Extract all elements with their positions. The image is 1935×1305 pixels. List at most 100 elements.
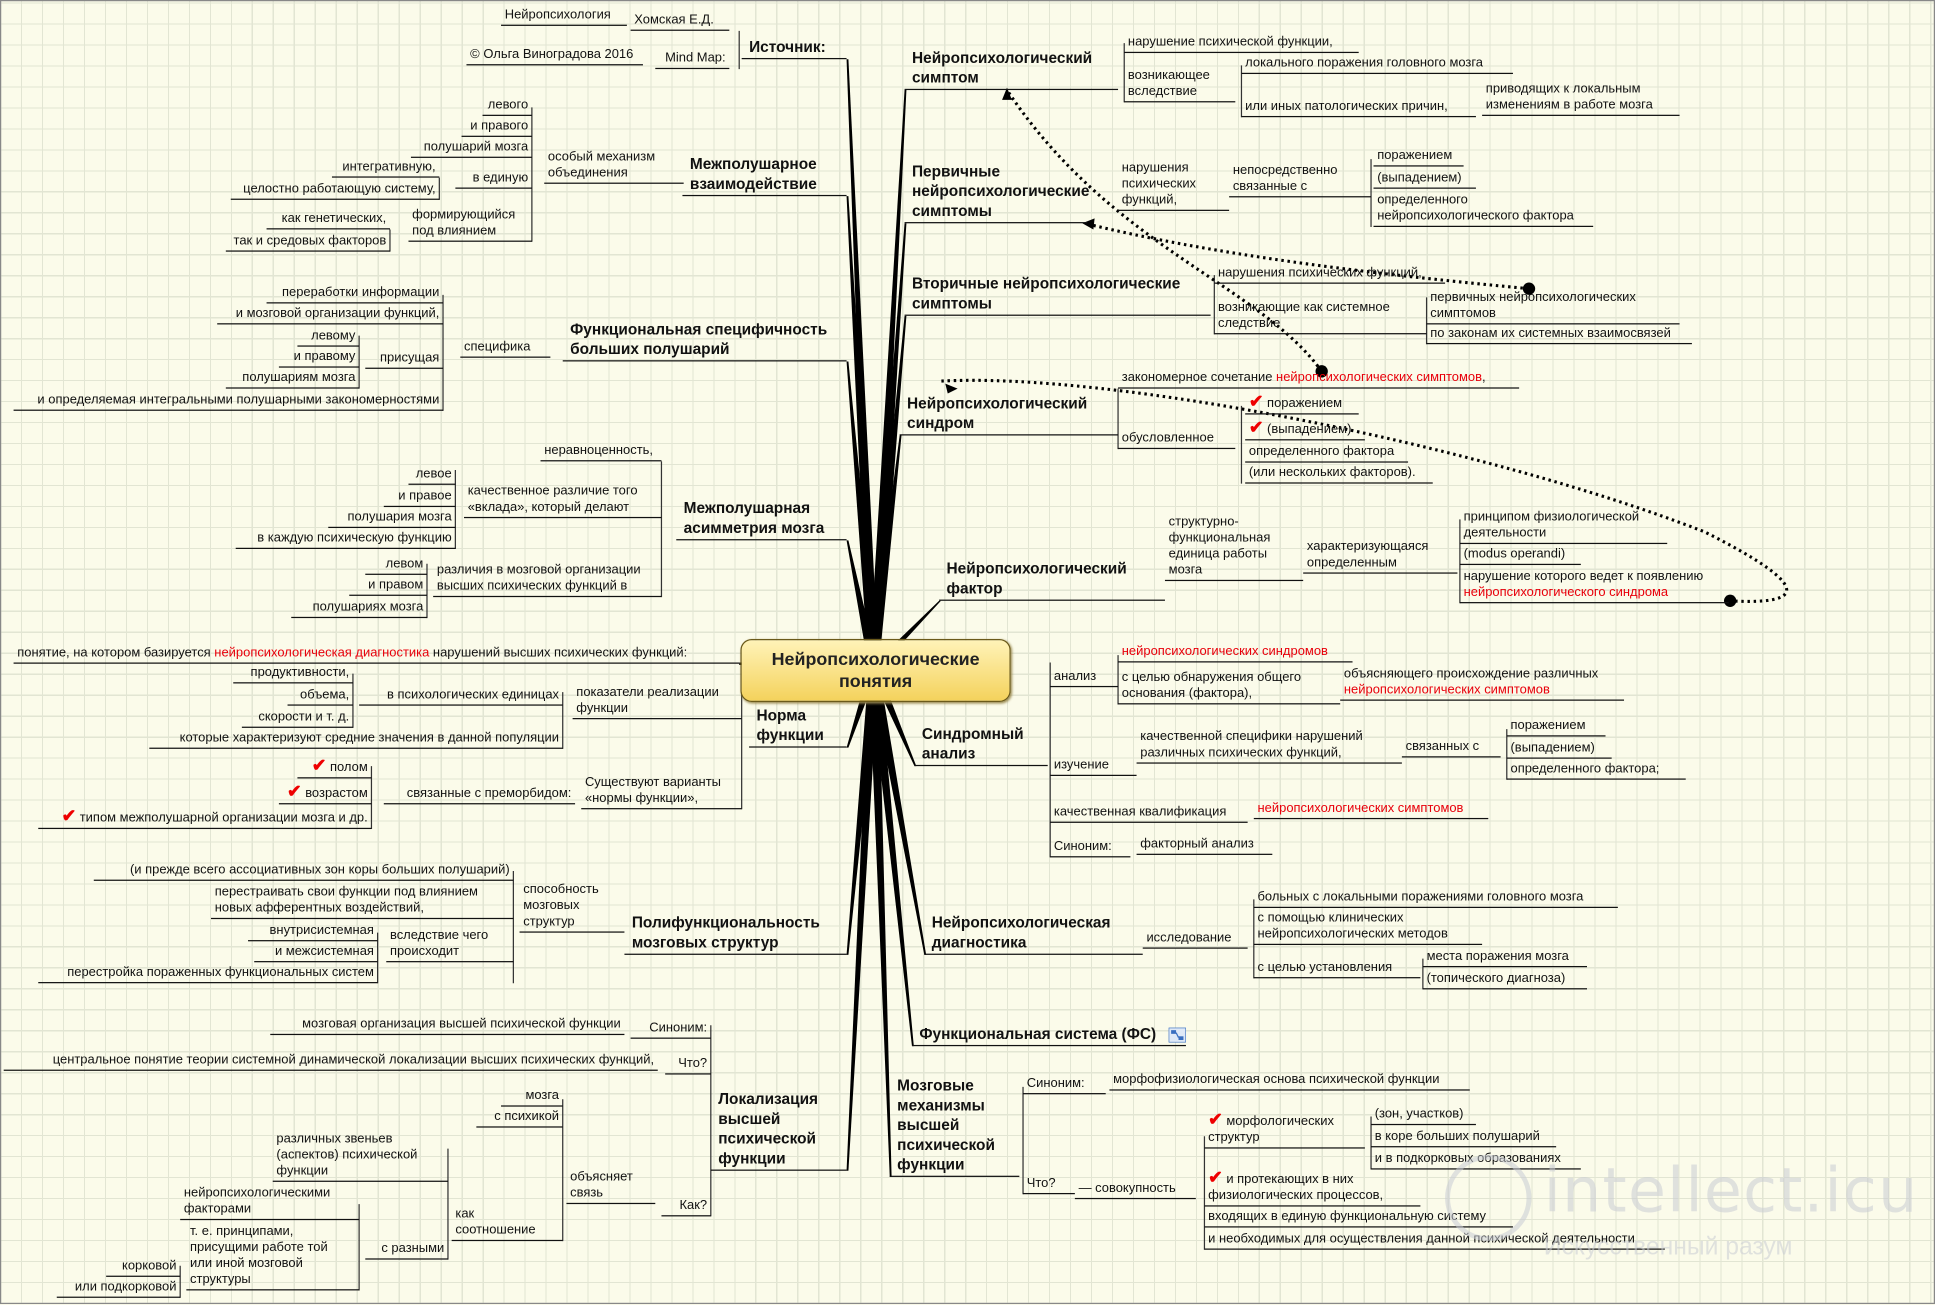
- node[interactable]: которые характеризуют средние значения в…: [149, 730, 563, 749]
- node[interactable]: корковой: [106, 1258, 181, 1277]
- node[interactable]: нейропсихологических синдромов: [1118, 644, 1353, 663]
- branch-source[interactable]: Источник:: [741, 37, 847, 60]
- node[interactable]: переработки информации: [266, 285, 444, 304]
- node[interactable]: в психологических единицах: [359, 687, 563, 706]
- node[interactable]: и правое: [383, 489, 456, 508]
- node[interactable]: специфика: [460, 339, 551, 358]
- node[interactable]: и правом: [349, 577, 427, 596]
- mindmap-label[interactable]: Mind Map:: [655, 51, 730, 70]
- node[interactable]: внутрисистемная: [248, 923, 378, 942]
- node[interactable]: целостно работающую систему,: [230, 181, 440, 200]
- node[interactable]: нарушения психических функций,: [1214, 265, 1446, 284]
- node[interactable]: как соотношение: [451, 1207, 563, 1242]
- linked-map-icon[interactable]: [1168, 1027, 1186, 1043]
- node[interactable]: по законам их системных взаимосвязей: [1426, 326, 1692, 345]
- branch-primary-symptoms[interactable]: Первичные нейропсихологические симптомы: [904, 162, 1089, 224]
- node[interactable]: интегративную,: [331, 159, 440, 178]
- node[interactable]: непосредственно связанные с: [1229, 163, 1372, 198]
- node[interactable]: обусловленное: [1118, 431, 1236, 450]
- node[interactable]: полушариях мозга: [291, 600, 427, 619]
- node[interactable]: Синоним:: [630, 1020, 711, 1039]
- node[interactable]: неравноценность,: [540, 443, 662, 462]
- node[interactable]: ✔морфологических структур: [1204, 1110, 1365, 1149]
- node[interactable]: или подкорковой: [56, 1279, 181, 1298]
- central-topic[interactable]: Нейропсихологические понятия: [740, 639, 1011, 702]
- node[interactable]: приводящих к локальным изменениям в рабо…: [1482, 81, 1680, 116]
- node[interactable]: качественное различие того «вклада», кот…: [464, 484, 662, 519]
- node[interactable]: особый механизм объединения: [544, 149, 684, 184]
- branch-functional-specificity[interactable]: Функциональная специфичность больших пол…: [562, 320, 847, 362]
- node[interactable]: с помощью клинических нейропсихологическ…: [1253, 910, 1483, 946]
- node[interactable]: ✔полом: [297, 756, 372, 779]
- node[interactable]: с целью обнаружения общего основания (фа…: [1118, 670, 1341, 705]
- node[interactable]: качественная квалификация: [1050, 804, 1248, 823]
- node[interactable]: и правому: [278, 349, 360, 368]
- branch-syndrome-analysis[interactable]: Синдромный анализ: [914, 724, 1048, 767]
- node[interactable]: определенного нейропсихологического факт…: [1373, 192, 1594, 228]
- branch-neuropsych-symptom[interactable]: Нейропсихологический симптом: [904, 48, 1119, 91]
- node[interactable]: мозга: [501, 1088, 563, 1107]
- node[interactable]: первичных нейропсихологических симптомов: [1426, 290, 1680, 325]
- node[interactable]: анализ: [1050, 669, 1119, 688]
- node[interactable]: различия в мозговой организации высших п…: [433, 563, 662, 598]
- node[interactable]: (топического диагноза): [1422, 971, 1588, 990]
- node[interactable]: перестраивать свои функции под влиянием …: [211, 885, 514, 920]
- node[interactable]: формирующийся под влиянием: [408, 207, 532, 242]
- source-book[interactable]: Нейропсихология: [501, 7, 627, 26]
- node[interactable]: факторный анализ: [1136, 836, 1273, 855]
- node[interactable]: или иных патологических причин,: [1241, 99, 1476, 118]
- node[interactable]: (или нескольких факторов).: [1245, 465, 1433, 484]
- node[interactable]: качественной специфики нарушений различн…: [1136, 729, 1402, 764]
- node[interactable]: Существуют варианты «нормы функции»,: [581, 775, 742, 810]
- branch-functional-system[interactable]: Функциональная система (ФС): [911, 1024, 1186, 1047]
- node[interactable]: левое: [408, 466, 456, 485]
- node[interactable]: вследствие чего происходит: [386, 928, 514, 963]
- node[interactable]: ✔типом межполушарной организации мозга и…: [38, 807, 372, 830]
- node[interactable]: (modus operandi): [1459, 547, 1581, 566]
- node[interactable]: в единую: [455, 170, 532, 189]
- node[interactable]: больных с локальными поражениями головно…: [1253, 889, 1618, 909]
- node[interactable]: Что?: [1023, 1176, 1075, 1195]
- branch-interhemispheric-interaction[interactable]: Межполушарное взаимодействие: [682, 154, 847, 197]
- node[interactable]: структурно- функциональная единица работ…: [1164, 514, 1304, 582]
- branch-polyfunctionality[interactable]: Полифункциональность мозговых структур: [624, 913, 847, 955]
- node[interactable]: закономерное сочетание нейропсихологичес…: [1118, 370, 1520, 389]
- node[interactable]: полушарий мозга: [410, 139, 532, 158]
- node[interactable]: Что?: [665, 1056, 711, 1075]
- node[interactable]: (выпадением): [1373, 170, 1476, 189]
- node[interactable]: в каждую психическую функцию: [235, 530, 456, 549]
- node[interactable]: ✔поражением: [1245, 392, 1359, 415]
- node[interactable]: продуктивности,: [233, 665, 353, 684]
- node[interactable]: определенного фактора: [1245, 444, 1409, 463]
- concept-basis-node[interactable]: понятие, на котором базируется нейропсих…: [13, 645, 740, 664]
- node[interactable]: поражением: [1373, 148, 1464, 167]
- node[interactable]: места поражения мозга: [1422, 949, 1588, 968]
- mindmap-copyright[interactable]: © Ольга Виноградова 2016: [466, 47, 643, 66]
- branch-brain-mechanisms[interactable]: Мозговые механизмы высшей психической фу…: [889, 1076, 1020, 1177]
- node[interactable]: и определяемая интегральными полушарными…: [13, 392, 444, 411]
- node[interactable]: левом: [365, 556, 427, 575]
- node[interactable]: характеризующаяся определенным: [1303, 539, 1458, 574]
- branch-neuropsych-factor[interactable]: Нейропсихологический фактор: [939, 559, 1165, 601]
- node[interactable]: способность мозговых структур: [519, 882, 625, 933]
- node[interactable]: полушария мозга: [328, 510, 456, 529]
- node[interactable]: перестройка пораженных функциональных си…: [38, 965, 378, 984]
- node[interactable]: — совокупность: [1074, 1181, 1196, 1200]
- node[interactable]: с разными: [365, 1241, 448, 1260]
- node[interactable]: и необходимых для осуществления данной п…: [1204, 1231, 1665, 1250]
- node[interactable]: связанные с преморбидом:: [383, 786, 576, 805]
- node[interactable]: показатели реализации функции: [572, 685, 742, 720]
- node[interactable]: возникающее вследствие: [1124, 68, 1236, 103]
- branch-function-norm[interactable]: Норма функции: [749, 706, 847, 748]
- node[interactable]: Как?: [661, 1198, 711, 1217]
- node[interactable]: исследование: [1142, 930, 1248, 949]
- node[interactable]: морфофизиологическая основа психической …: [1109, 1072, 1470, 1091]
- node[interactable]: в коре больших полушарий: [1371, 1129, 1557, 1148]
- node[interactable]: присущая: [365, 350, 444, 369]
- node[interactable]: определенного фактора;: [1506, 761, 1686, 780]
- node[interactable]: ✔и протекающих в них физиологических про…: [1204, 1168, 1421, 1207]
- node[interactable]: скорости и т. д.: [241, 709, 353, 728]
- node[interactable]: и мозговой организации функций,: [217, 306, 444, 325]
